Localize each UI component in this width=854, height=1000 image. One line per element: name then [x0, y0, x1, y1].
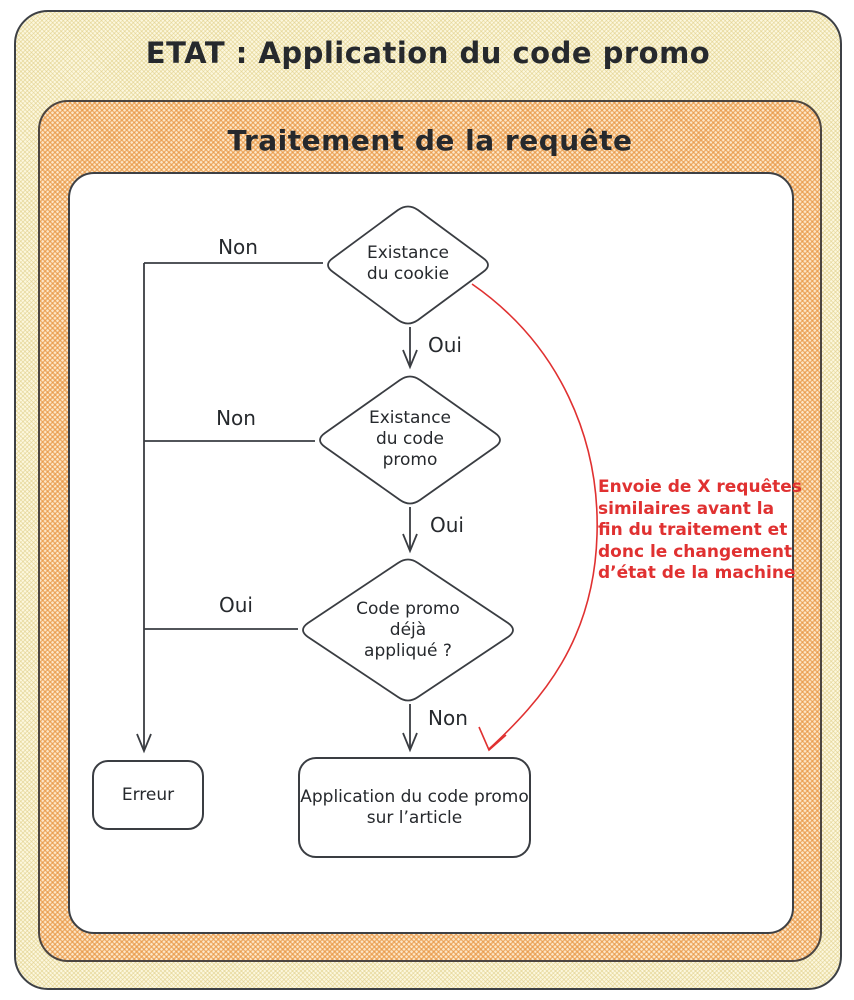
decision-applied-label: Code promo déjà appliqué ?	[356, 599, 460, 661]
edge-label-applied-no: Non	[428, 706, 468, 730]
edge-label-promo-yes: Oui	[430, 513, 464, 537]
edge-label-cookie-yes: Oui	[428, 333, 462, 357]
state-title: ETAT : Application du code promo	[145, 36, 711, 70]
apply-promo-node-label: Application du code promo sur l’article	[300, 786, 529, 828]
apply-promo-node: Application du code promo sur l’article	[298, 757, 531, 858]
edge-label-applied-yes: Oui	[219, 593, 253, 617]
race-condition-annotation: Envoie de X requêtes similaires avant la…	[598, 477, 802, 583]
decision-promo-label: Existance du code promo	[368, 408, 452, 470]
error-node: Erreur	[92, 760, 204, 830]
request-processing-title: Traitement de la requête	[227, 124, 633, 157]
edge-label-promo-no: Non	[216, 406, 256, 430]
decision-cookie-label: Existance du cookie	[366, 243, 450, 284]
error-node-label: Erreur	[121, 784, 175, 805]
edge-label-cookie-no: Non	[218, 235, 258, 259]
